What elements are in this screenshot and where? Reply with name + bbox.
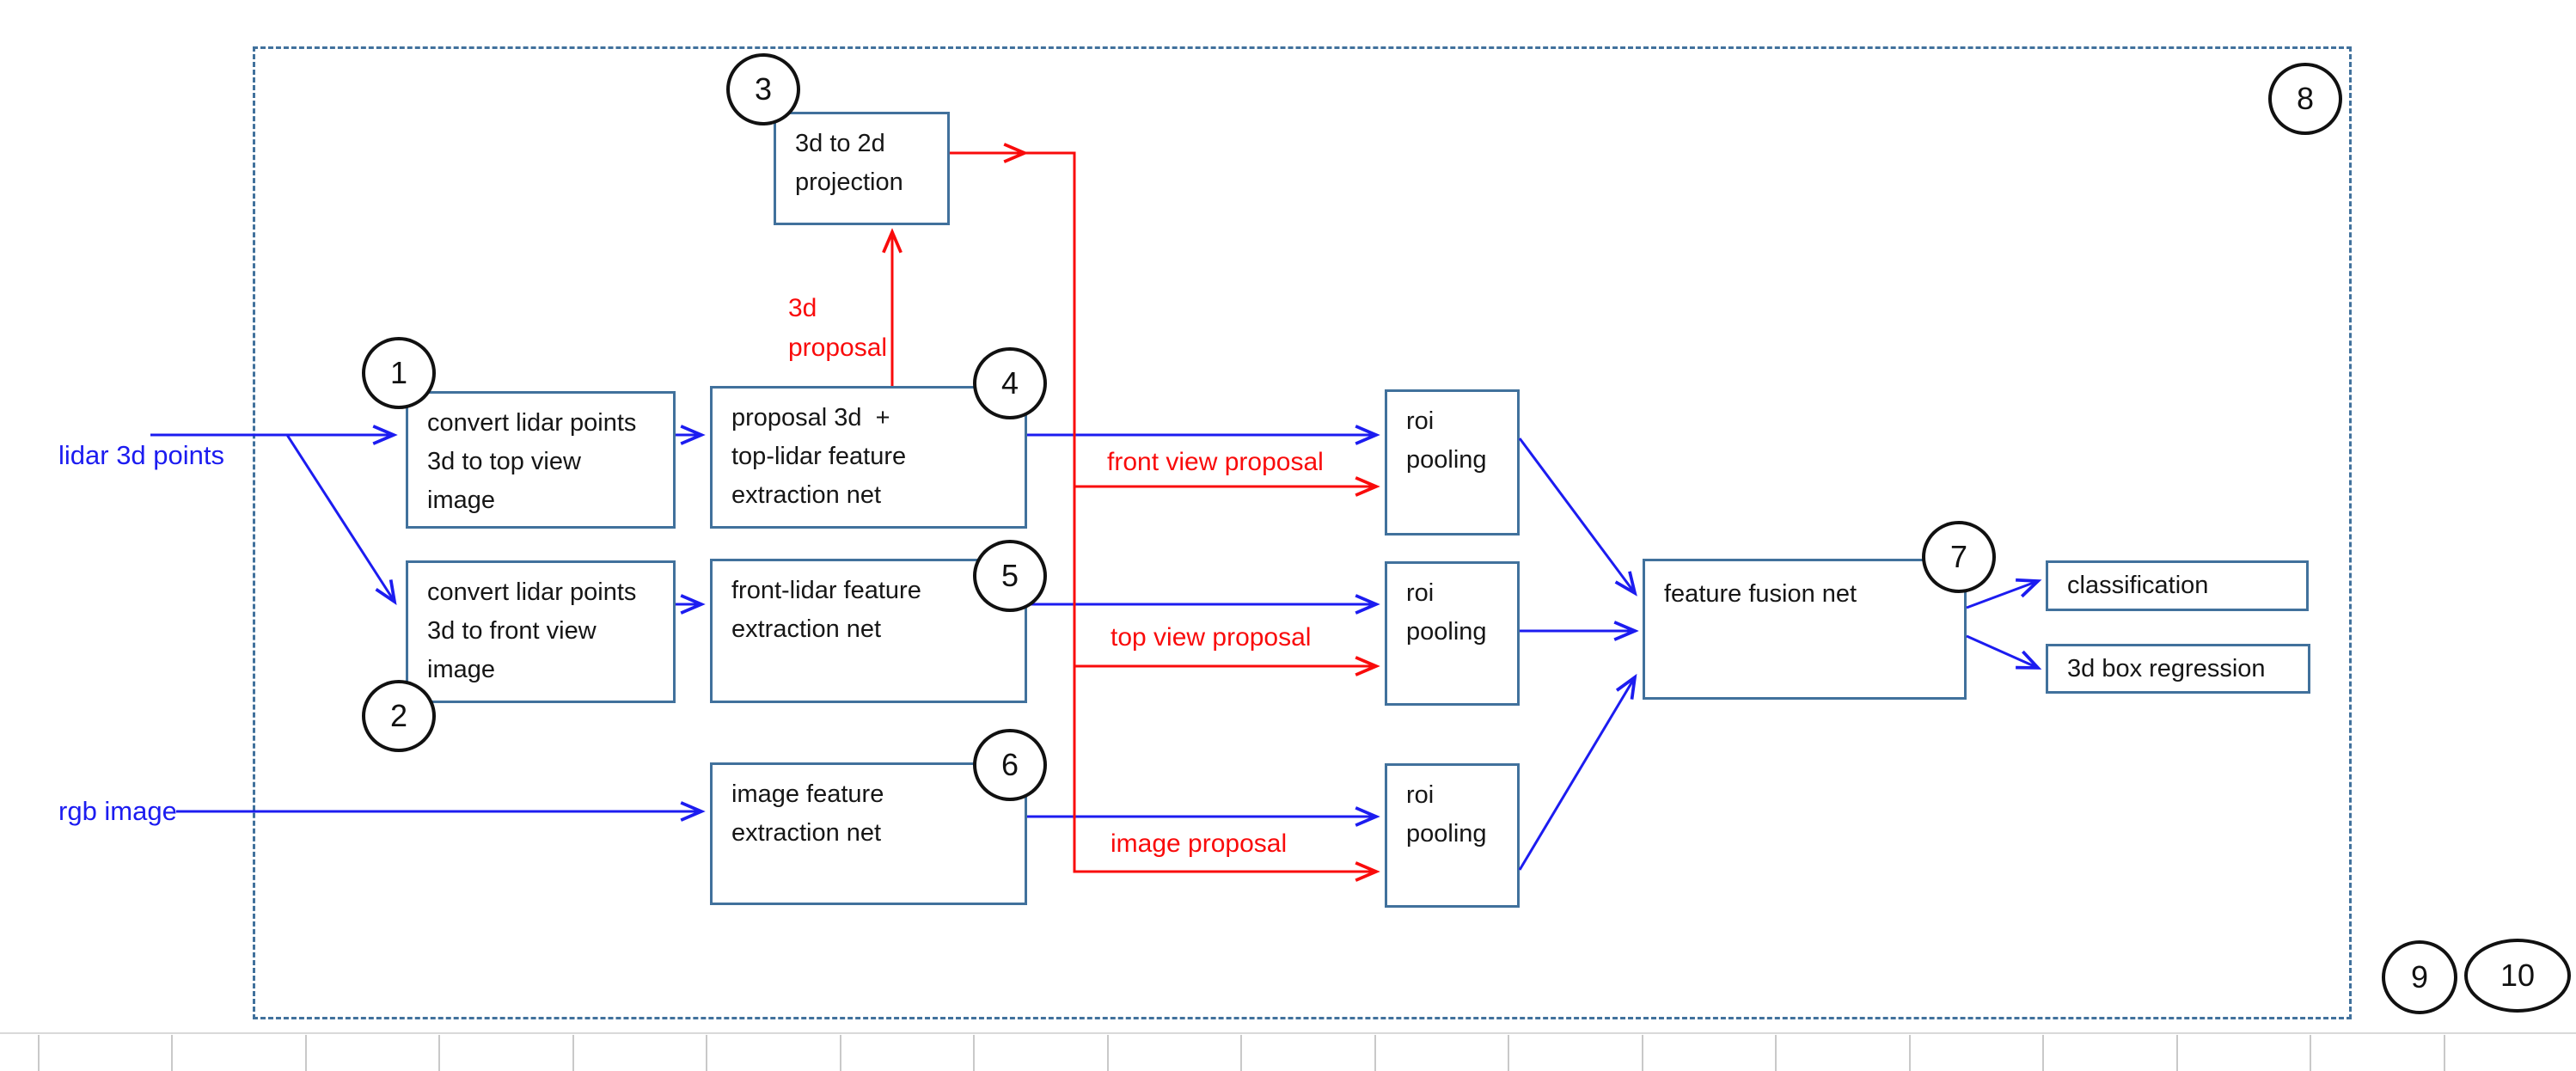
label-image-proposal[interactable]: image proposal <box>1111 829 1288 858</box>
step-marker-3[interactable]: 3 <box>726 53 800 125</box>
arrow-fusion-to-classification[interactable] <box>1966 578 2042 609</box>
arrow-fusion-to-regression[interactable] <box>1966 634 2042 670</box>
box-text-line: image feature <box>731 780 884 808</box>
label-line: 3d <box>788 294 817 322</box>
box-roi-pooling-front[interactable]: roi pooling <box>1385 389 1520 536</box>
dashed-boundary-frame[interactable] <box>253 46 2352 1019</box>
box-text-line: extraction net <box>731 615 882 643</box>
arrow-lidar-to-convert-front[interactable] <box>285 434 397 605</box>
box-text-line: pooling <box>1406 820 1487 848</box>
step-marker-2[interactable]: 2 <box>362 680 436 752</box>
box-text-line: image <box>427 656 495 683</box>
box-classification[interactable]: classification <box>2046 560 2309 611</box>
label-top-view-proposal[interactable]: top view proposal <box>1111 623 1312 652</box>
arrow-roi-image-to-fusion[interactable] <box>1518 673 1637 871</box>
box-text-line: convert lidar points <box>427 578 637 606</box>
box-proposal3d-top-lidar-feature-net[interactable]: proposal 3d + top-lidar feature extracti… <box>710 386 1027 529</box>
box-text-line: top-lidar feature <box>731 443 907 470</box>
box-text-line: feature fusion net <box>1664 580 1857 608</box>
box-text-line: extraction net <box>731 481 882 509</box>
box-convert-lidar-top-view[interactable]: convert lidar points 3d to top view imag… <box>406 391 676 529</box>
box-text-line: extraction net <box>731 819 882 847</box>
step-marker-8[interactable]: 8 <box>2268 63 2342 135</box>
step-marker-5[interactable]: 5 <box>973 540 1047 612</box>
bottom-grid <box>0 1032 2576 1071</box>
box-text-line: proposal 3d + <box>731 404 890 431</box>
box-text-line: front-lidar feature <box>731 577 921 604</box>
box-roi-pooling-top[interactable]: roi pooling <box>1385 561 1520 706</box>
box-convert-lidar-front-view[interactable]: convert lidar points 3d to front view im… <box>406 560 676 703</box>
box-text-line: roi <box>1406 781 1435 809</box>
box-feature-fusion-net[interactable]: feature fusion net <box>1643 559 1967 700</box>
box-text-line: 3d to top view <box>427 448 581 475</box>
box-text-line: 3d box regression <box>2067 654 2266 682</box>
step-marker-6[interactable]: 6 <box>973 729 1047 801</box>
box-3d-to-2d-projection[interactable]: 3d to 2d projection <box>774 112 950 225</box>
box-roi-pooling-image[interactable]: roi pooling <box>1385 763 1520 908</box>
box-text-line: 3d to front view <box>427 617 597 645</box>
arrow-roi-front-to-fusion[interactable] <box>1518 438 1637 597</box>
step-marker-7[interactable]: 7 <box>1922 521 1996 593</box>
step-marker-4[interactable]: 4 <box>973 347 1047 419</box>
label-3d-proposal[interactable]: 3d proposal <box>788 289 887 368</box>
box-text-line: projection <box>795 168 903 196</box>
step-marker-9[interactable]: 9 <box>2382 940 2457 1014</box>
box-front-lidar-feature-net[interactable]: front-lidar feature extraction net <box>710 559 1027 703</box>
label-lidar-3d-points[interactable]: lidar 3d points <box>58 440 225 470</box>
box-text-line: 3d to 2d <box>795 130 885 157</box>
label-front-view-proposal[interactable]: front view proposal <box>1107 448 1324 476</box>
label-rgb-image[interactable]: rgb image <box>58 796 177 826</box>
box-text-line: convert lidar points <box>427 409 637 437</box>
box-text-line: image <box>427 487 495 514</box>
box-image-feature-net[interactable]: image feature extraction net <box>710 762 1027 905</box>
box-text-line: roi <box>1406 579 1435 607</box>
step-marker-10[interactable]: 10 <box>2464 939 2571 1013</box>
box-3d-box-regression[interactable]: 3d box regression <box>2046 644 2310 694</box>
box-text-line: roi <box>1406 407 1435 435</box>
step-marker-1[interactable]: 1 <box>362 337 436 409</box>
connector-proposal-trunk[interactable] <box>1025 151 1380 882</box>
box-text-line: pooling <box>1406 618 1487 646</box>
label-line: proposal <box>788 334 888 362</box>
box-text-line: classification <box>2067 572 2209 599</box>
box-text-line: pooling <box>1406 446 1487 474</box>
